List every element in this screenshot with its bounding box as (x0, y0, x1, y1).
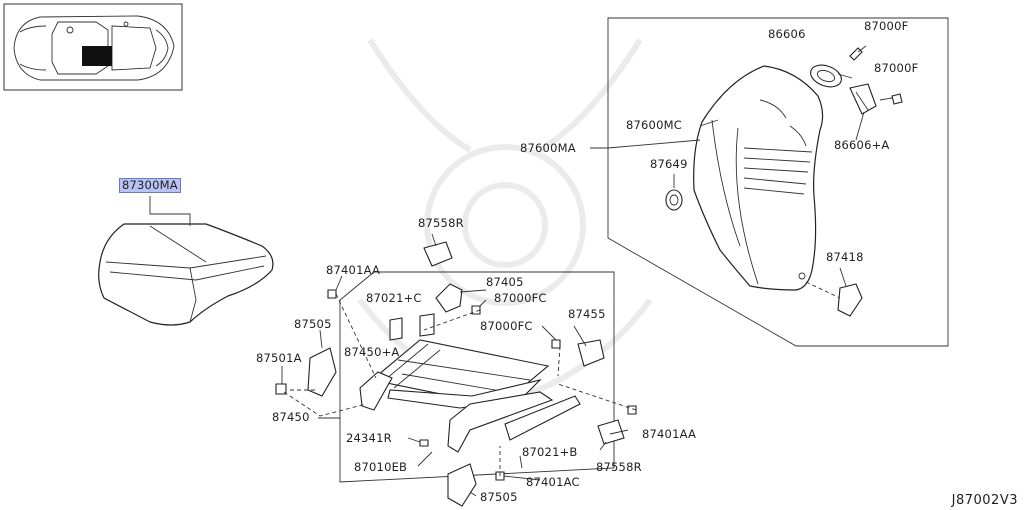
cover-87558r-upper (423, 241, 453, 267)
back-leaders (607, 73, 865, 188)
part-label-87600mc[interactable]: 87600MC (626, 118, 682, 132)
part-label-87021b[interactable]: 87021+B (522, 445, 578, 459)
cover-87558r-lower (597, 419, 625, 445)
part-label-87010eb[interactable]: 87010EB (354, 460, 408, 474)
grommet-87649 (665, 189, 683, 211)
seat-location-marker (82, 46, 112, 66)
bolts (275, 289, 637, 481)
seatback-group-box (607, 17, 949, 347)
seat-cushion (98, 223, 274, 326)
part-label-87000f-lower[interactable]: 87000F (874, 61, 919, 75)
part-label-86606a[interactable]: 86606+A (834, 138, 890, 152)
part-label-87000fc-upper[interactable]: 87000FC (494, 291, 547, 305)
leader-87300ma (149, 196, 191, 226)
part-label-87600ma[interactable]: 87600MA (520, 141, 576, 155)
leader-87418-label (839, 267, 847, 287)
part-label-87505-upper[interactable]: 87505 (294, 317, 332, 331)
rail-leaders (281, 233, 637, 497)
part-label-87021c[interactable]: 87021+C (366, 291, 422, 305)
screw-87000f (849, 45, 903, 105)
part-label-87450a[interactable]: 87450+A (344, 345, 400, 359)
seat-rail-frame (359, 313, 581, 453)
part-label-87401aa-lower[interactable]: 87401AA (642, 427, 697, 441)
part-label-87405[interactable]: 87405 (486, 275, 524, 289)
part-label-87649[interactable]: 87649 (650, 157, 688, 171)
part-label-87450[interactable]: 87450 (272, 410, 310, 424)
part-label-87300ma[interactable]: 87300MA (119, 178, 181, 193)
cover-87455 (577, 339, 605, 367)
headrest-guide-86606 (810, 64, 842, 88)
part-label-87000fc-lower[interactable]: 87000FC (480, 319, 533, 333)
part-label-87000f-upper[interactable]: 87000F (864, 19, 909, 33)
leader-87418 (805, 281, 841, 299)
part-label-87558r-upper[interactable]: 87558R (418, 216, 464, 230)
part-label-86606[interactable]: 86606 (768, 27, 806, 41)
diagram-code: J87002V3 (951, 493, 1018, 508)
lever-87418 (837, 283, 863, 317)
bracket-87505-lower (447, 463, 477, 507)
bracket-87505-upper (307, 347, 337, 397)
part-label-87455[interactable]: 87455 (568, 307, 606, 321)
car-locator-icon (3, 3, 183, 91)
part-label-87401aa-upper[interactable]: 87401AA (326, 263, 381, 277)
part-label-87558r-lower[interactable]: 87558R (596, 460, 642, 474)
rail-group-box (339, 271, 615, 483)
watermark-logo (357, 38, 653, 404)
part-label-87401ac[interactable]: 87401AC (526, 475, 580, 489)
part-label-87418[interactable]: 87418 (826, 250, 864, 264)
part-label-24341r[interactable]: 24341R (346, 431, 392, 445)
part-label-87505-lower[interactable]: 87505 (480, 490, 518, 504)
headrest-guide-86606a (849, 83, 877, 115)
bracket-87405 (435, 283, 463, 313)
seat-back (693, 65, 824, 291)
part-label-87501a[interactable]: 87501A (256, 351, 302, 365)
